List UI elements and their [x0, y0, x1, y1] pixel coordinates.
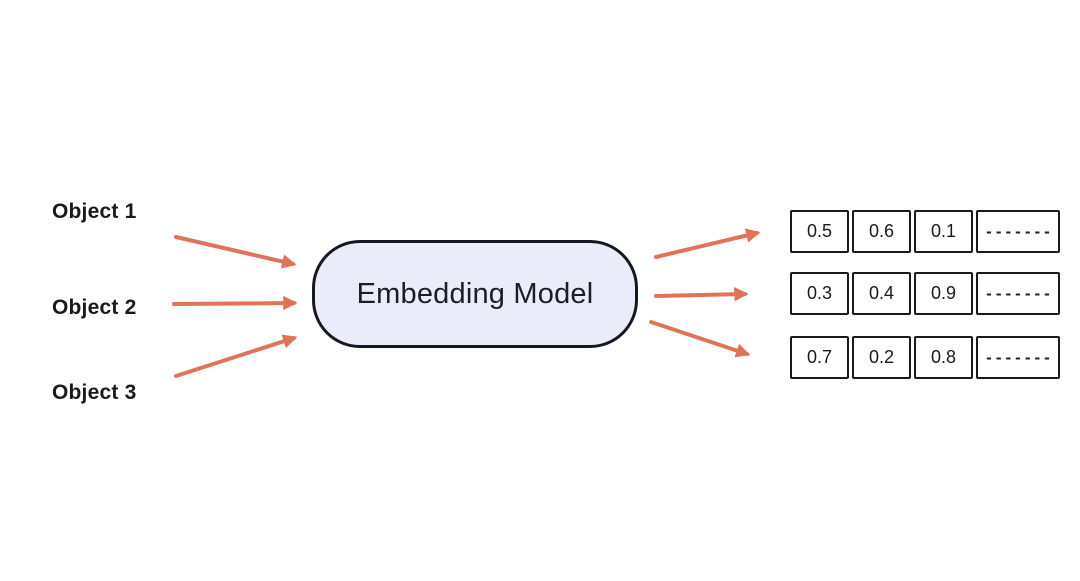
output-arrow-2 — [654, 287, 749, 302]
vector-value: 0.8 — [914, 336, 973, 379]
embedding-model-label: Embedding Model — [356, 277, 594, 310]
vector-value: 0.5 — [790, 210, 849, 253]
vector-value: 0.9 — [914, 272, 973, 315]
vector-continuation: ------- — [976, 336, 1060, 379]
vector-continuation: ------- — [976, 272, 1060, 315]
input-arrow-2 — [172, 295, 298, 311]
vector-value: 0.7 — [790, 336, 849, 379]
input-label-object-2: Object 2 — [52, 296, 137, 319]
vector-value: 0.2 — [852, 336, 911, 379]
input-arrow-1 — [174, 235, 297, 269]
embedding-model-node: Embedding Model — [312, 240, 638, 348]
output-arrow-3 — [649, 320, 751, 358]
vector-value: 0.3 — [790, 272, 849, 315]
vector-row-3: 0.7 0.2 0.8 ------- — [790, 336, 1060, 379]
vector-value: 0.1 — [914, 210, 973, 253]
output-arrow-1 — [654, 228, 761, 259]
vector-row-2: 0.3 0.4 0.9 ------- — [790, 272, 1060, 315]
input-label-object-3: Object 3 — [52, 381, 137, 404]
input-arrow-3 — [174, 334, 298, 378]
vector-row-1: 0.5 0.6 0.1 ------- — [790, 210, 1060, 253]
input-label-object-1: Object 1 — [52, 200, 137, 223]
vector-value: 0.4 — [852, 272, 911, 315]
vector-value: 0.6 — [852, 210, 911, 253]
vector-continuation: ------- — [976, 210, 1060, 253]
